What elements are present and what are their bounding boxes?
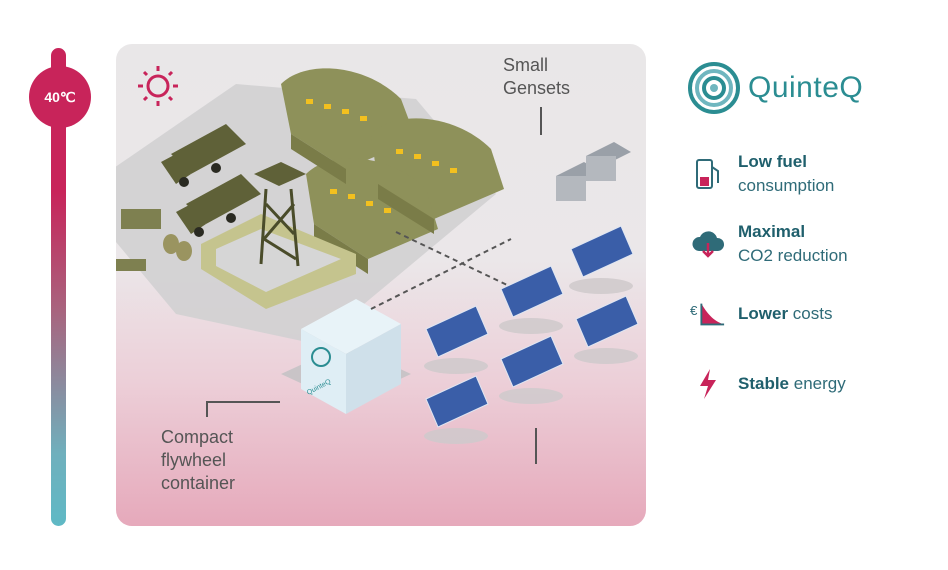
camp-illustration [116,66,639,444]
flywheel-leader-v [206,401,208,417]
euro-decline-icon: € [690,296,726,332]
brand-name: QuinteQ [748,71,864,104]
feature-costs-rest: costs [788,304,833,323]
gensets-leader [540,107,542,135]
lightning-icon [690,366,726,402]
feature-co2-bold: Maximal [738,222,806,241]
feature-stable: Stable energy [690,366,846,402]
camp-scene: QuinteQ [116,44,646,526]
gensets-line-1: Small [503,55,549,75]
flywheel-line-3: container [161,473,236,493]
solar-leader [535,428,537,464]
tent [281,68,504,259]
cloud-down-icon [690,226,726,262]
feature-stable-bold: Stable [738,374,790,393]
temperature-badge: 40℃ [29,66,91,128]
sun-icon [138,66,178,106]
flywheel-line-1: Compact [161,427,234,447]
military-truck [161,124,261,234]
temperature-label: 40℃ [44,88,76,105]
feature-stable-rest: energy [789,374,846,393]
gensets-callout: Small Gensets [503,54,570,100]
svg-text:€: € [690,303,698,318]
quinteq-logo-icon [688,62,740,114]
feature-costs-bold: Lower [738,304,789,323]
fuel-pump-icon [690,156,726,192]
temperature-bar [51,48,66,526]
flywheel-container [281,299,411,414]
flywheel-callout: Compact flywheel container [161,426,235,495]
solar-panel [425,225,639,428]
watchtower [259,188,300,267]
feature-low-fuel: Low fuel consumption [690,150,834,198]
feature-low-fuel-bold: Low fuel [738,152,807,171]
feature-low-fuel-rest: consumption [738,176,835,195]
brand: QuinteQ [688,62,863,114]
flywheel-line-2: flywheel [161,450,227,470]
feature-co2-rest: CO2 reduction [738,246,848,265]
genset [556,142,631,201]
gensets-line-2: Gensets [503,78,571,98]
feature-costs: € Lower costs [690,296,832,332]
flywheel-leader-h [206,401,280,403]
